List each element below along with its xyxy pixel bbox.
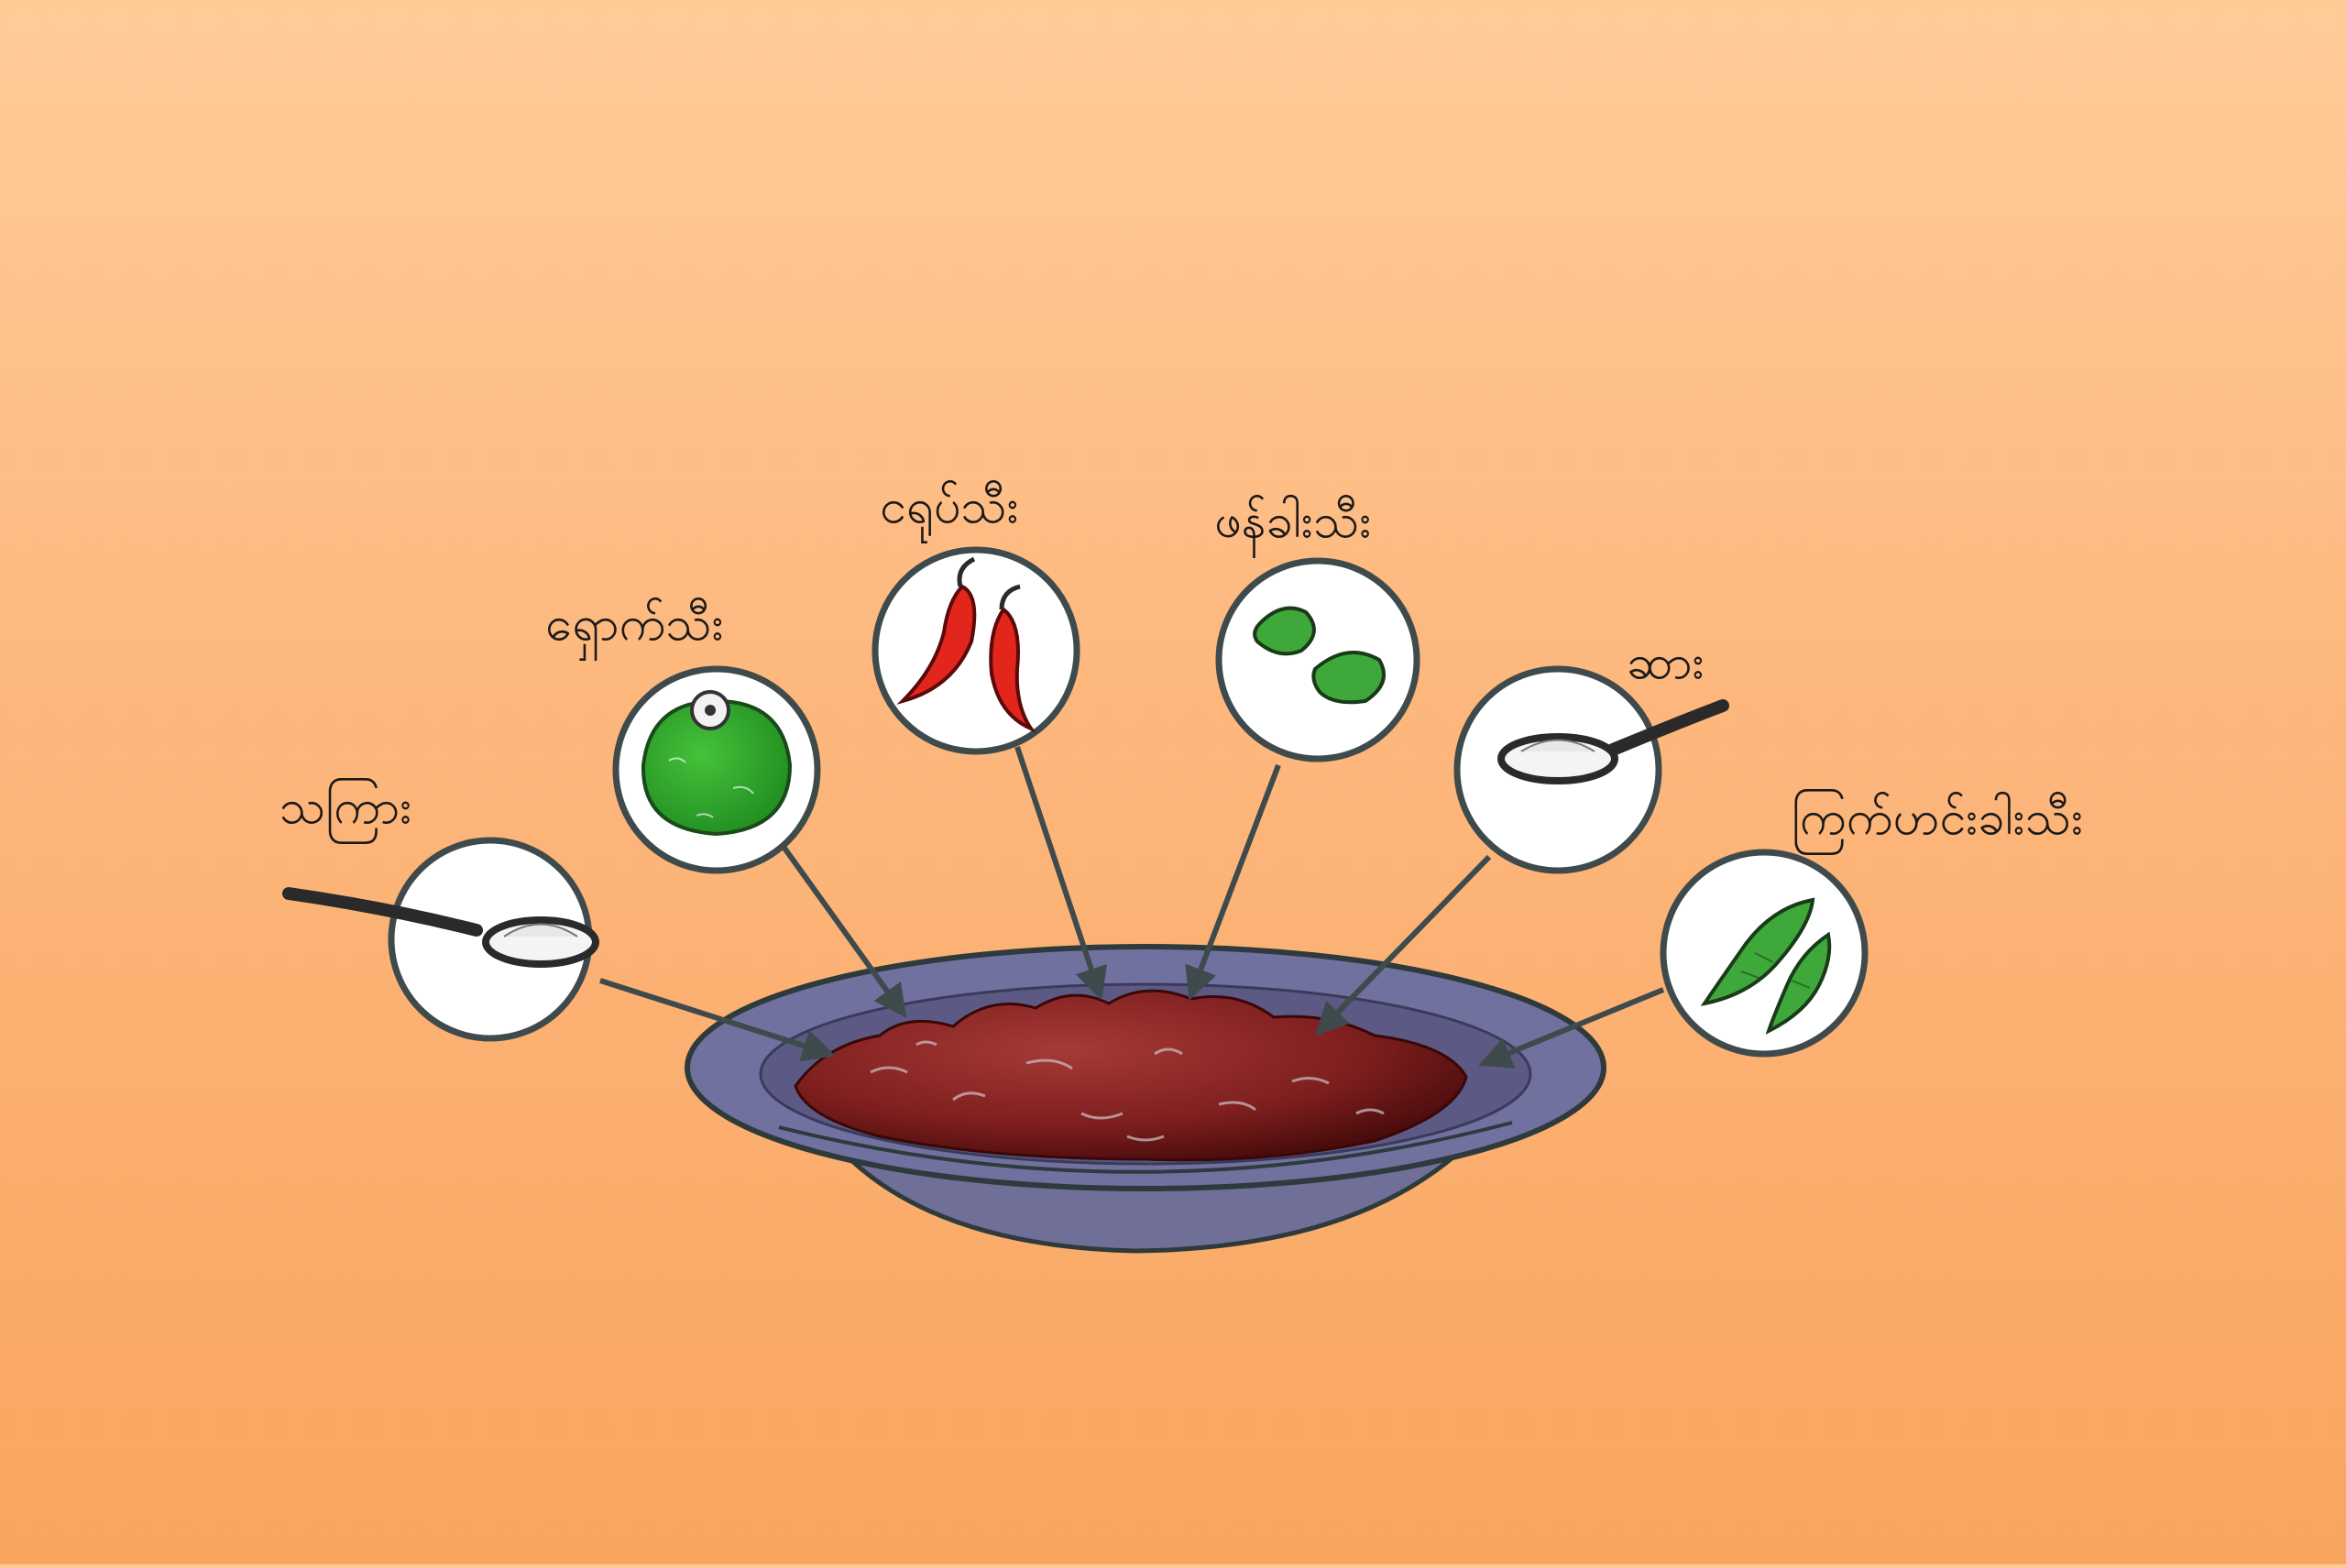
ingredient-salt <box>1453 665 1729 874</box>
label-salt: ဆား <box>1627 635 1705 690</box>
arrow-chili <box>1014 746 1107 1001</box>
label-bitter-gourd: ကြက်ဟင်းခါးသီး <box>1792 791 2084 846</box>
green-fruit-icon <box>1253 606 1386 705</box>
arrow-sugar <box>599 978 836 1062</box>
bowl-rim-line <box>778 1121 1513 1174</box>
label-lime: ရှောက်သီး <box>545 597 724 652</box>
chili-circle <box>872 546 1080 755</box>
connector-arrows <box>599 746 1665 1069</box>
arrow-salt <box>1314 854 1492 1036</box>
chili-pepper-icon <box>896 556 1036 733</box>
ingredient-chili <box>872 546 1080 755</box>
ingredient-okra <box>1215 557 1420 762</box>
ingredient-lime <box>612 665 821 874</box>
arrow-bitter-gourd <box>1478 987 1665 1069</box>
spoon-icon <box>282 887 599 968</box>
ingredient-bitter-gourd <box>1660 849 1869 1058</box>
lime-icon <box>641 690 793 837</box>
arrow-okra <box>1185 763 1281 1001</box>
label-chili: ငရုပ်သီး <box>880 479 1019 534</box>
ingredient-sugar <box>282 837 599 1042</box>
spoon-icon <box>1497 699 1729 784</box>
okra-circle <box>1215 557 1420 762</box>
arrow-lime <box>772 832 907 1018</box>
bitter-gourd-icon <box>1700 897 1832 1035</box>
label-okra: ဖန်ခါးသီး <box>1214 494 1372 549</box>
label-sugar: သကြား <box>280 780 412 835</box>
